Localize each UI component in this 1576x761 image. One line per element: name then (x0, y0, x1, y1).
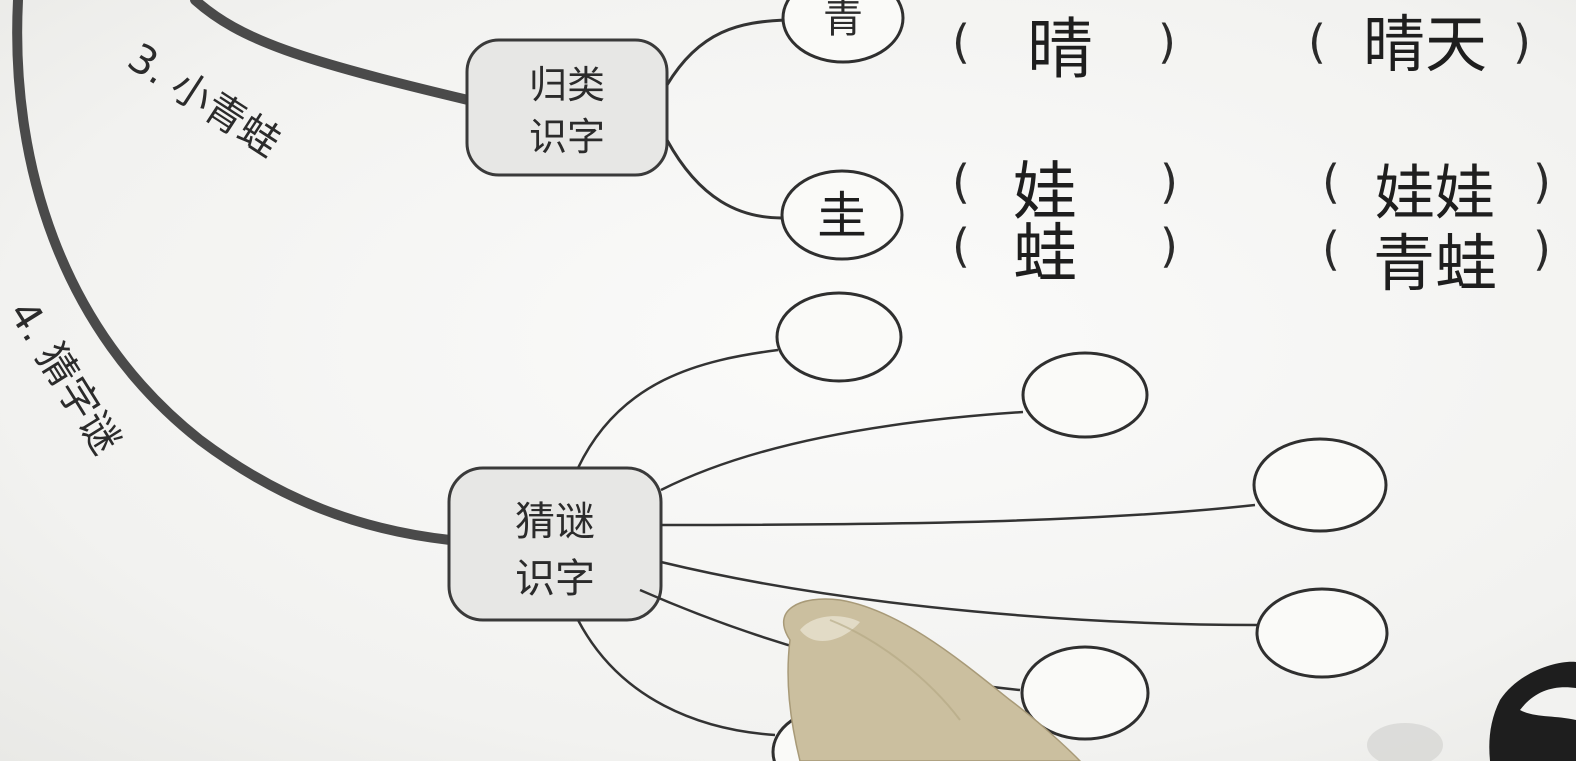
node-riddle-line2: 识字 (515, 556, 595, 602)
circle-gui: 圭 (780, 169, 904, 261)
riddle-blank-2[interactable] (1021, 351, 1149, 439)
node-classify-line1: 归类 (529, 63, 605, 107)
connector-riddle-2 (660, 410, 1024, 492)
svg-text:(: ( (952, 15, 970, 69)
circle-qing-char: 青 (823, 0, 863, 42)
answer-row-gui-2: ( 蛙 ) ( 青蛙 ) (952, 218, 1551, 300)
connector-classify-qing (665, 18, 786, 86)
answer-qing-word: 晴天 (1363, 8, 1487, 81)
connector-riddle-1 (576, 348, 779, 469)
riddle-blank-3[interactable] (1252, 437, 1388, 533)
svg-text:(: ( (952, 155, 970, 209)
answer-gui2-char: 蛙 (1013, 218, 1077, 292)
branch-line-left (12, 0, 455, 545)
branch-line-top (190, 0, 473, 105)
node-classify: 归类 识字 (465, 38, 669, 177)
node-classify-line2: 识字 (529, 115, 605, 159)
circle-qing: 青 (781, 0, 905, 64)
answer-gui1-word: 娃娃 (1375, 159, 1495, 229)
answer-qing-char: 晴 (1027, 11, 1093, 88)
branch-label-4: 4. 猜字谜 (0, 293, 129, 462)
connector-riddle-4 (660, 560, 1258, 627)
finger-pointer (783, 598, 1082, 761)
svg-text:(: ( (1322, 222, 1340, 276)
fuzzy-object-bottom (1367, 723, 1443, 761)
dark-object-corner (1489, 661, 1576, 761)
connector-riddle-3 (660, 503, 1256, 527)
svg-text:(: ( (952, 219, 970, 273)
riddle-blank-4[interactable] (1255, 587, 1389, 679)
svg-text:(: ( (1308, 15, 1326, 69)
connector-riddle-6 (576, 619, 776, 737)
riddle-blank-1[interactable] (775, 291, 903, 383)
node-riddle-line1: 猜谜 (515, 499, 595, 545)
svg-text:(: ( (1322, 155, 1340, 209)
answer-gui2-word: 青蛙 (1373, 227, 1497, 300)
connector-classify-gui (665, 139, 783, 220)
svg-text:): ) (1158, 15, 1176, 69)
svg-text:): ) (1513, 15, 1531, 69)
riddle-blank-5[interactable] (1020, 645, 1150, 741)
svg-text:): ) (1160, 155, 1178, 209)
svg-text:): ) (1533, 222, 1551, 276)
node-riddle: 猜谜 识字 (447, 466, 663, 622)
answer-gui1-char: 娃 (1013, 156, 1077, 230)
answer-row-gui-1: ( 娃 ) ( 娃娃 ) (952, 155, 1551, 230)
svg-text:): ) (1533, 155, 1551, 209)
branch-label-3: 3. 小青蛙 (120, 35, 288, 167)
circle-gui-char: 圭 (817, 187, 867, 245)
answer-row-qing: ( 晴 ) ( 晴天 ) (952, 8, 1531, 88)
svg-text:): ) (1160, 219, 1178, 273)
